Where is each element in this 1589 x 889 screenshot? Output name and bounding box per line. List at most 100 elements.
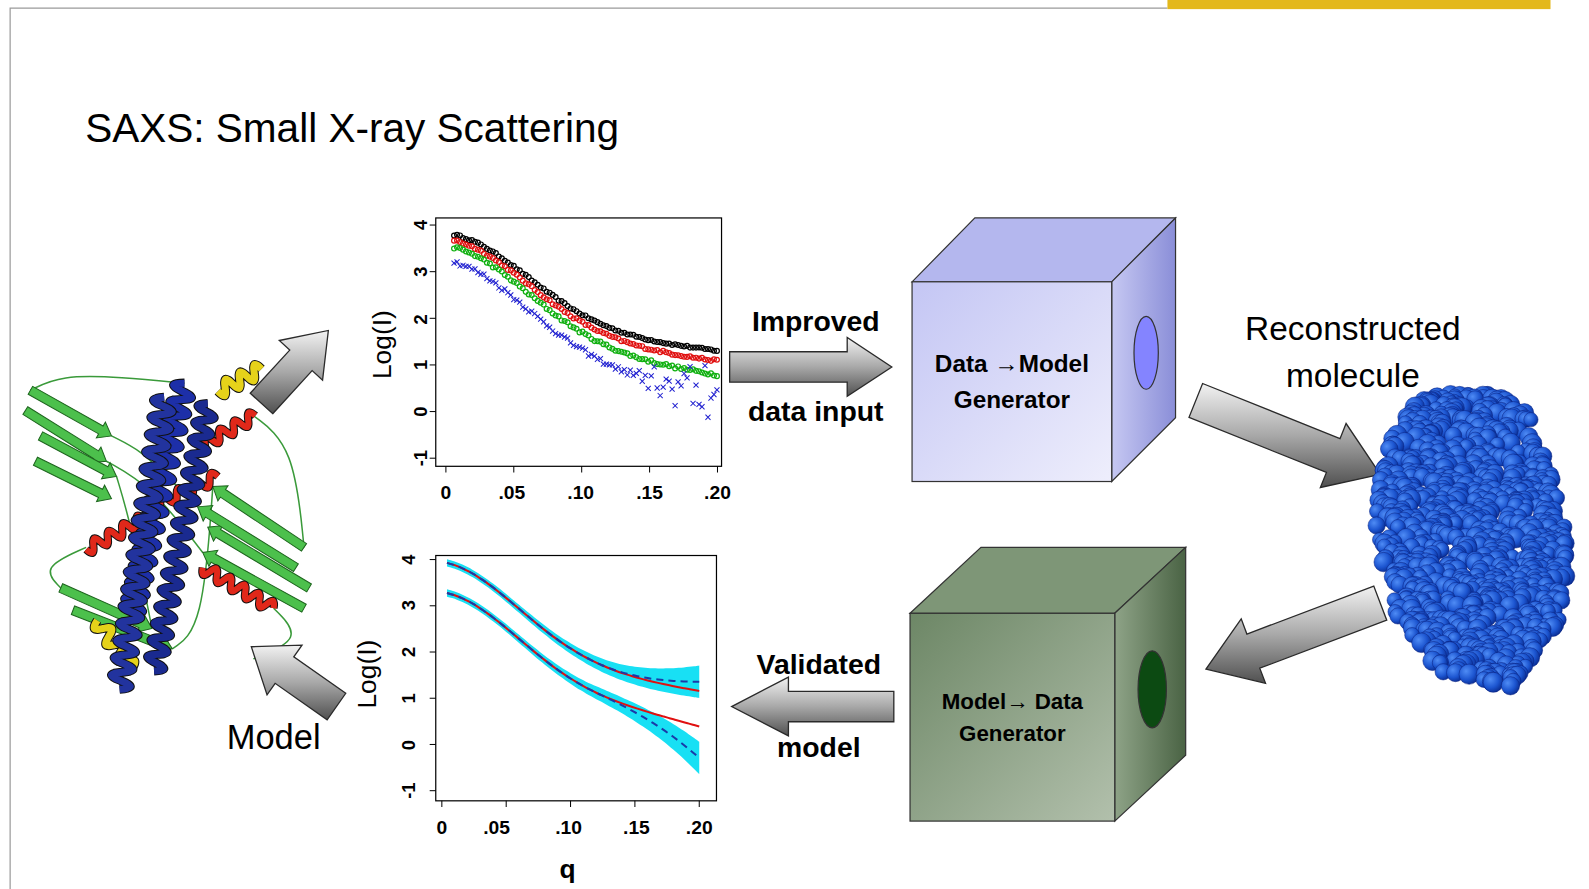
data-point (631, 373, 636, 378)
data-point (711, 392, 716, 397)
tick (430, 698, 436, 699)
cube-front (912, 282, 1112, 482)
atom-sphere (1501, 677, 1519, 695)
block-arrow (732, 677, 894, 736)
tick (649, 466, 650, 472)
tick (430, 652, 436, 653)
reconstructed-molecule (1368, 385, 1575, 694)
data-point (610, 362, 615, 367)
data-point (619, 369, 624, 374)
tick (581, 466, 582, 472)
tick-label: .05 (498, 483, 525, 504)
data-point (655, 385, 660, 390)
box-label: Model→ Data Generator (914, 685, 1111, 750)
tick-label: 2 (412, 314, 432, 324)
data-point (541, 319, 546, 324)
data-point (682, 371, 687, 376)
tick-label: -1 (412, 450, 432, 466)
model-curve (447, 593, 699, 727)
beta-strand (213, 486, 307, 551)
data-point (598, 356, 603, 361)
data-point (699, 404, 704, 409)
tick (430, 559, 436, 560)
cube-port (1138, 651, 1166, 728)
helix-outline (148, 403, 215, 671)
tick (430, 790, 436, 791)
coil-loop (30, 377, 184, 391)
slide-title: SAXS: Small X-ray Scattering (85, 105, 619, 151)
tick-label: 1 (399, 693, 419, 703)
data-point (586, 316, 591, 321)
cube-side (1112, 218, 1176, 482)
data-point (481, 272, 486, 277)
data-point (664, 377, 669, 382)
data-point (714, 387, 719, 392)
data-point (583, 313, 588, 318)
helix (148, 403, 215, 671)
data-curve (447, 593, 699, 758)
model-curve (447, 563, 699, 691)
data-point (514, 272, 519, 277)
data-point (637, 335, 642, 340)
protein-ribbon (23, 364, 312, 689)
data-point (673, 403, 678, 408)
tick-label: 3 (399, 600, 419, 610)
data-point (715, 348, 720, 353)
data-point (628, 368, 633, 373)
tick-label: .10 (567, 483, 594, 504)
data-point (688, 364, 693, 369)
block-arrow (1189, 383, 1380, 487)
tick (570, 801, 571, 807)
tick (441, 801, 442, 807)
atom-sphere (1483, 672, 1503, 692)
arrow-label: Improved data input (729, 278, 903, 456)
data-point (559, 307, 564, 312)
tick-label: 1 (412, 360, 432, 370)
data-point (702, 363, 707, 368)
generator-box: Model→ Data Generator (910, 613, 1115, 821)
arrow-label: Validated model (732, 623, 906, 789)
tick (717, 466, 718, 472)
generator-cubes (910, 218, 1186, 821)
data-point (670, 363, 675, 368)
data-point (691, 401, 696, 406)
plot-frame (436, 218, 722, 466)
tick-label: 3 (412, 267, 432, 277)
atom-sphere (1524, 413, 1538, 427)
data-point (637, 368, 642, 373)
block-arrow (250, 330, 328, 413)
data-point (454, 259, 459, 264)
accent-bar (1167, 0, 1550, 9)
data-point (679, 383, 684, 388)
block-arrow (1206, 586, 1387, 683)
tick (634, 801, 635, 807)
helix-outline (202, 568, 274, 609)
plots (430, 218, 722, 807)
data-point (565, 336, 570, 341)
data-point (547, 325, 552, 330)
cube-side (1115, 547, 1186, 821)
slide-border (10, 8, 1167, 889)
data-point (640, 344, 645, 349)
tick-label: .15 (623, 818, 650, 839)
data-point (643, 373, 648, 378)
data-point (715, 357, 720, 362)
data-point (658, 393, 663, 398)
data-point (484, 276, 489, 281)
generator-box: Data →Model Generator (912, 282, 1112, 482)
data-point (685, 375, 690, 380)
box-label: Data →Model Generator (916, 346, 1108, 417)
data-point (705, 415, 710, 420)
data-point (625, 372, 630, 377)
data-point (520, 278, 525, 283)
tick-label: .10 (555, 818, 582, 839)
tick-label: .20 (704, 483, 731, 504)
axis-title: Log(I) (352, 640, 381, 709)
tick (445, 466, 446, 472)
data-point (562, 301, 567, 306)
data-point (661, 385, 666, 390)
coil-loop (50, 547, 86, 588)
data-point (604, 342, 609, 347)
data-point (676, 379, 681, 384)
tick-label: .20 (686, 818, 713, 839)
